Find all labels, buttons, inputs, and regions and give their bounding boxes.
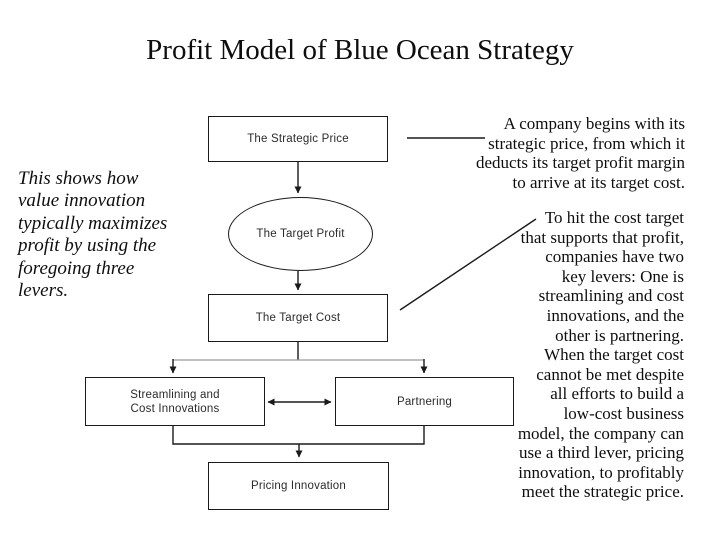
annotation-strategic-price-text: A company begins with its strategic pric… [476,114,685,192]
page-title: Profit Model of Blue Ocean Strategy [146,34,574,66]
node-pricing-innovation: Pricing Innovation [208,462,389,510]
node-strategic-price: The Strategic Price [208,116,388,162]
node-partnering: Partnering [335,377,514,426]
node-target-cost: The Target Cost [208,294,388,342]
node-target-profit: The Target Profit [228,197,373,271]
node-streamlining-cost-innovations: Streamlining and Cost Innovations [85,377,265,426]
annotation-cost-target-text: To hit the cost target that supports tha… [517,208,684,502]
left-note-text: This shows how value innovation typicall… [18,168,168,302]
line-merge-to-pricing [172,426,425,445]
